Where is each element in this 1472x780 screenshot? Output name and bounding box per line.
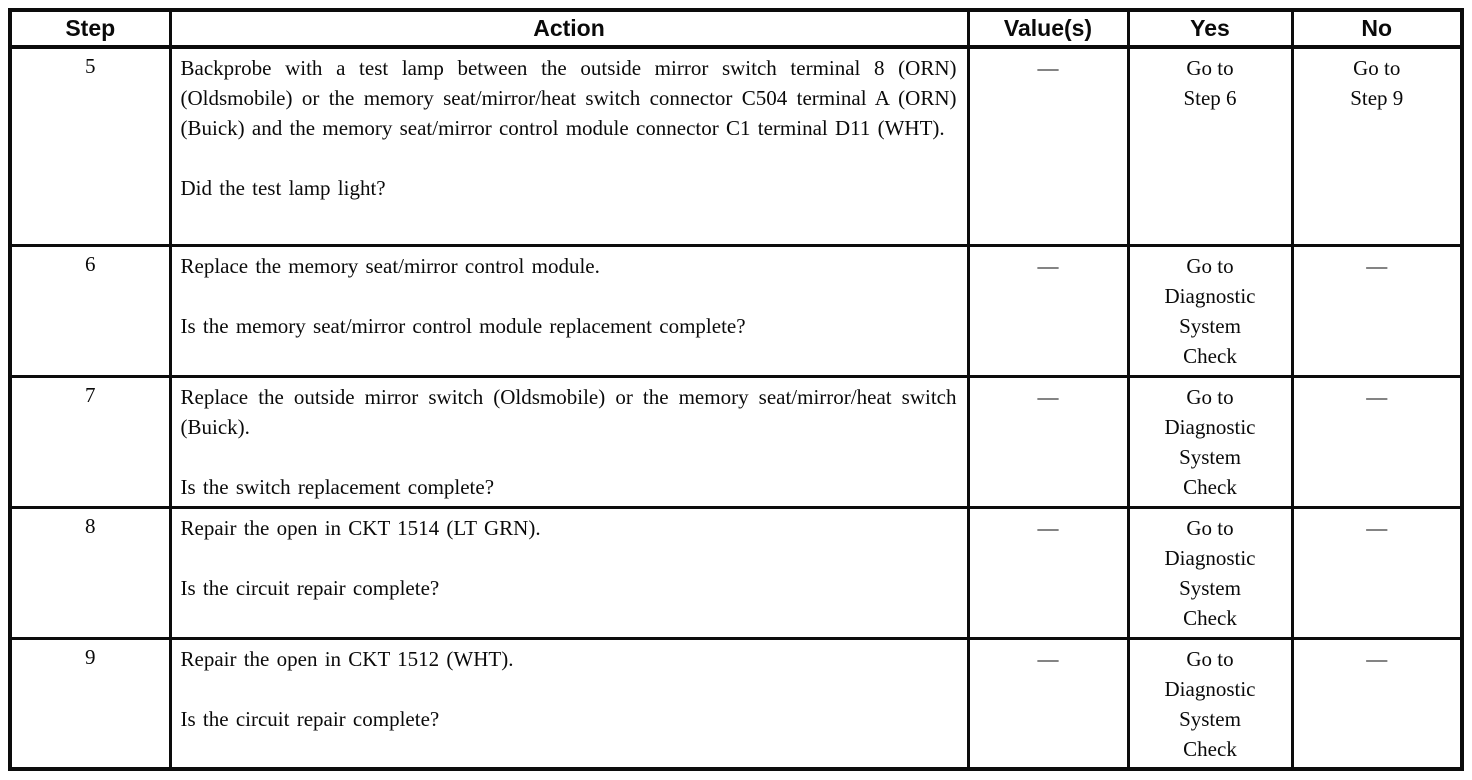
no-cell: —	[1290, 636, 1464, 771]
step-number: 6	[8, 243, 172, 378]
action-cell: Repair the open in CKT 1514 (LT GRN). Is…	[168, 505, 970, 640]
table-row-step-5: 5 Backprobe with a test lamp between the…	[8, 45, 1464, 247]
no-cell: —	[1290, 374, 1464, 509]
step-number: 5	[8, 45, 172, 247]
values-cell: —	[966, 45, 1130, 247]
action-text: Backprobe with a test lamp between the o…	[180, 56, 957, 140]
no-cell: Go to Step 9	[1290, 45, 1464, 247]
action-question: Is the switch replacement complete?	[180, 474, 495, 499]
yes-cell: Go to Diagnostic System Check	[1126, 636, 1294, 771]
yes-cell: Go to Diagnostic System Check	[1126, 243, 1294, 378]
action-question: Is the circuit repair complete?	[180, 706, 440, 731]
step-number: 9	[8, 636, 172, 771]
values-cell: —	[966, 374, 1130, 509]
values-cell: —	[966, 243, 1130, 378]
yes-cell: Go to Step 6	[1126, 45, 1294, 247]
action-question: Is the memory seat/mirror control module…	[180, 313, 746, 338]
action-question: Did the test lamp light?	[180, 176, 386, 200]
action-cell: Backprobe with a test lamp between the o…	[168, 45, 970, 247]
action-text: Repair the open in CKT 1512 (WHT).	[180, 646, 514, 671]
no-cell: —	[1290, 243, 1464, 378]
action-question: Is the circuit repair complete?	[180, 575, 440, 600]
header-no: No	[1290, 8, 1464, 49]
header-action: Action	[168, 8, 970, 49]
diagnostic-table: Step Action Value(s) Yes No 5 Backprobe …	[8, 8, 1464, 771]
step-number: 8	[8, 505, 172, 640]
yes-cell: Go to Diagnostic System Check	[1126, 374, 1294, 509]
action-cell: Replace the memory seat/mirror control m…	[168, 243, 970, 378]
table-row-step-6: 6 Replace the memory seat/mirror control…	[8, 243, 1464, 378]
header-step: Step	[8, 8, 172, 49]
no-cell: —	[1290, 505, 1464, 640]
values-cell: —	[966, 636, 1130, 771]
step-number: 7	[8, 374, 172, 509]
values-cell: —	[966, 505, 1130, 640]
header-yes: Yes	[1126, 8, 1294, 49]
table-row-step-8: 8 Repair the open in CKT 1514 (LT GRN). …	[8, 505, 1464, 640]
action-cell: Repair the open in CKT 1512 (WHT). Is th…	[168, 636, 970, 771]
action-text: Replace the memory seat/mirror control m…	[180, 253, 600, 278]
header-values: Value(s)	[966, 8, 1130, 49]
table-row-step-9: 9 Repair the open in CKT 1512 (WHT). Is …	[8, 636, 1464, 771]
action-text: Repair the open in CKT 1514 (LT GRN).	[180, 515, 541, 540]
action-text: Replace the outside mirror switch (Oldsm…	[180, 384, 957, 439]
table-row-step-7: 7 Replace the outside mirror switch (Old…	[8, 374, 1464, 509]
action-cell: Replace the outside mirror switch (Oldsm…	[168, 374, 970, 509]
table-header-row: Step Action Value(s) Yes No	[8, 8, 1464, 49]
yes-cell: Go to Diagnostic System Check	[1126, 505, 1294, 640]
